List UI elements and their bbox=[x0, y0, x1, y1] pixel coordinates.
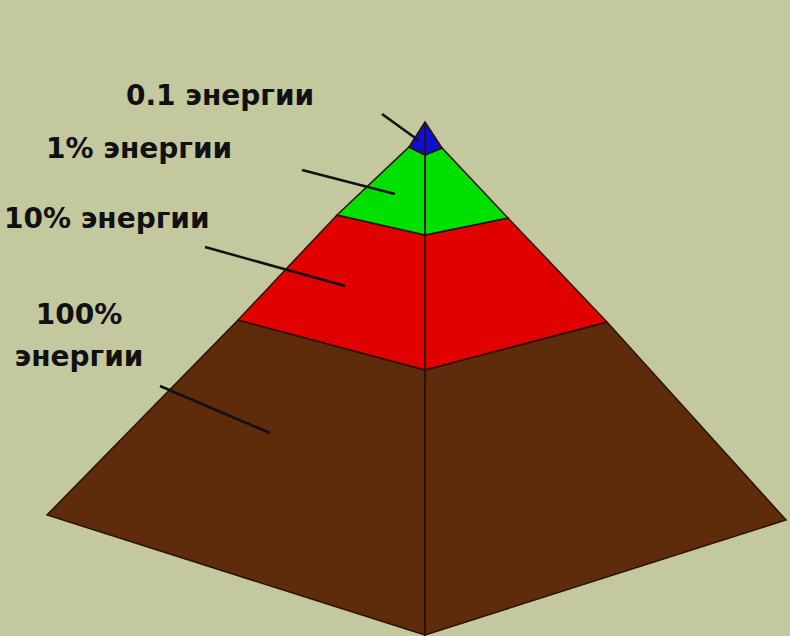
energy-label: 10% энергии bbox=[4, 203, 210, 235]
red-right-face bbox=[425, 218, 607, 370]
front-edge bbox=[424, 122, 426, 635]
leader-line bbox=[302, 170, 395, 194]
energy-label: 0.1 энергии bbox=[126, 80, 314, 112]
red-left-face bbox=[238, 215, 425, 370]
leader-line bbox=[205, 247, 345, 286]
leader-line bbox=[382, 114, 418, 140]
leader-line bbox=[160, 386, 270, 433]
base-right-face bbox=[425, 322, 786, 635]
energy-label: 100% энергии bbox=[4, 294, 154, 378]
green-right-face bbox=[425, 148, 508, 235]
energy-label: 1% энергии bbox=[46, 133, 232, 165]
